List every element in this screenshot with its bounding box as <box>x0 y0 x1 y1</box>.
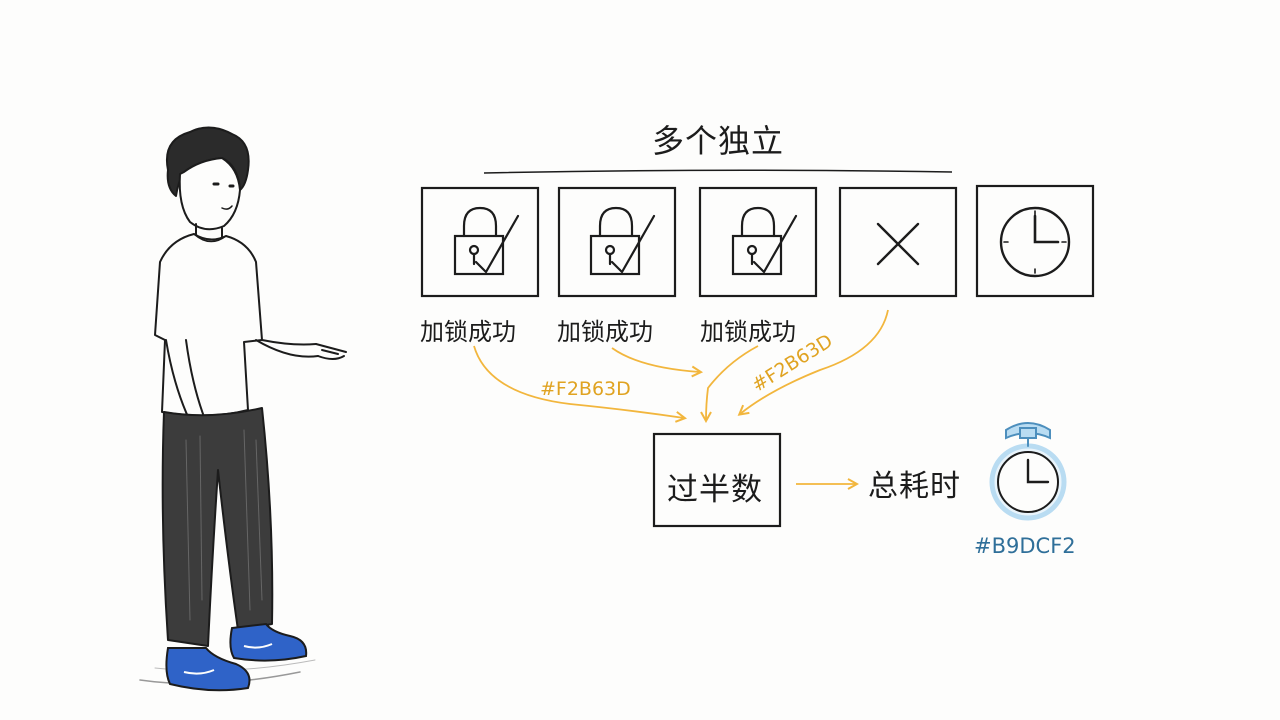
node-box-3 <box>698 186 818 298</box>
majority-label: 过半数 <box>667 472 763 508</box>
total-time-label: 总耗时 <box>868 469 961 504</box>
arrow-from-node-1 <box>473 345 684 418</box>
lock-check-icon <box>589 206 656 276</box>
node-box-4 <box>838 186 958 298</box>
lock-check-icon <box>453 206 520 276</box>
title-underline <box>483 169 953 174</box>
converging-arrows <box>473 309 889 484</box>
arrow-from-node-2 <box>611 347 700 372</box>
arrow-from-node-3 <box>706 345 759 420</box>
cross-icon <box>876 222 920 266</box>
node-box-2 <box>557 186 677 298</box>
arrow-color-label: #F2B63D <box>540 378 631 400</box>
stopwatch-icon <box>989 422 1067 521</box>
shoes-illustration <box>165 622 308 692</box>
node-label-2: 加锁成功 <box>557 318 653 346</box>
person-illustration <box>139 126 347 685</box>
clock-icon <box>999 206 1071 278</box>
node-box-5 <box>975 184 1095 298</box>
majority-box <box>652 432 782 528</box>
timer-color-label: #B9DCF2 <box>974 534 1076 558</box>
lock-check-icon <box>731 206 798 276</box>
node-label-1: 加锁成功 <box>420 318 516 346</box>
arrow-from-node-4 <box>740 309 889 414</box>
node-label-3: 加锁成功 <box>700 318 796 346</box>
diagram-title: 多个独立 <box>652 122 785 160</box>
node-box-1 <box>420 186 540 298</box>
